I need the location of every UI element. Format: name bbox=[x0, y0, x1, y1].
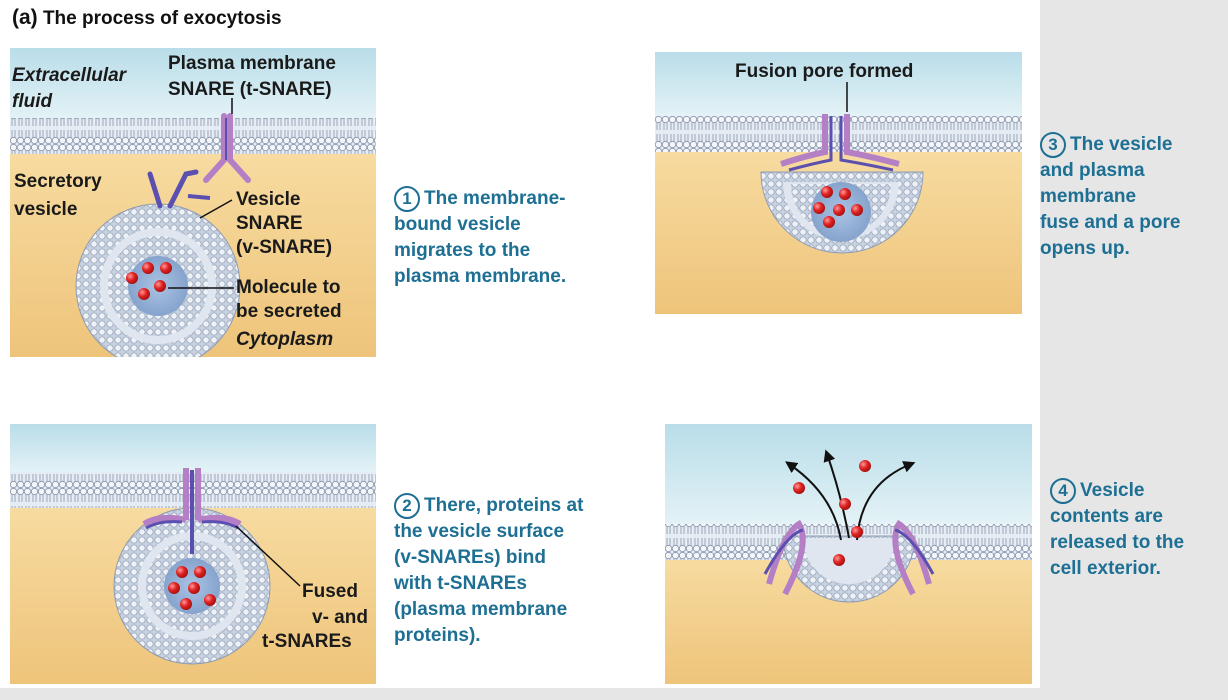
figure-tag: (a) bbox=[12, 6, 38, 29]
step-4-line: released to the bbox=[1050, 532, 1185, 553]
step-3-line: and plasma bbox=[1040, 160, 1145, 181]
panel-2-illustration bbox=[10, 424, 376, 684]
step-1-line: The membrane- bbox=[424, 188, 566, 209]
label-cytoplasm: Cytoplasm bbox=[236, 329, 334, 350]
step-1-number: 1 bbox=[394, 186, 420, 212]
step-2-line: (plasma membrane bbox=[394, 599, 568, 620]
label-molecule-line2: be secreted bbox=[236, 301, 342, 322]
step-1-line: plasma membrane. bbox=[394, 266, 567, 287]
step-4-line: contents are bbox=[1050, 506, 1163, 527]
step-2-line: with t-SNAREs bbox=[394, 573, 527, 594]
label-vsnare-line1: Vesicle bbox=[236, 189, 301, 210]
label-vsnare-line2: SNARE bbox=[236, 213, 303, 234]
step-4-number: 4 bbox=[1050, 478, 1076, 504]
step-4-line: Vesicle bbox=[1080, 480, 1145, 501]
panel-1-vesicle-migrating: Extracellular fluid Plasma membrane SNAR… bbox=[10, 48, 376, 357]
step-2-line: (v-SNAREs) bind bbox=[394, 547, 546, 568]
step-2-line: proteins). bbox=[394, 625, 481, 646]
figure-title: (a) The process of exocytosis bbox=[12, 6, 282, 30]
step-2-line: the vesicle surface bbox=[394, 521, 565, 542]
step-2-line: There, proteins at bbox=[424, 495, 584, 516]
label-fused-line2: v- and bbox=[312, 607, 368, 628]
label-vesicle: vesicle bbox=[14, 199, 78, 220]
figure-title-text: The process of exocytosis bbox=[42, 8, 282, 29]
label-molecule-line1: Molecule to bbox=[236, 277, 341, 298]
panel-3-illustration bbox=[655, 52, 1022, 314]
label-fluid: fluid bbox=[12, 91, 53, 112]
step-3-line: opens up. bbox=[1040, 238, 1130, 259]
panel-3-fusion-pore: Fusion pore formed bbox=[655, 52, 1022, 314]
step-3-line: The vesicle bbox=[1070, 134, 1173, 155]
label-tsnare-line2: SNARE (t-SNARE) bbox=[168, 79, 332, 100]
right-margin-band bbox=[1040, 0, 1228, 700]
label-secretory: Secretory bbox=[14, 171, 102, 192]
panel-2-snares-binding: Fused v- and t-SNAREs bbox=[10, 424, 376, 684]
panel-4-contents-released bbox=[665, 424, 1032, 684]
step-1-line: migrates to the bbox=[394, 240, 531, 261]
label-extracellular: Extracellular bbox=[12, 65, 127, 86]
label-fused-line1: Fused bbox=[302, 581, 358, 602]
label-fused-line3: t-SNAREs bbox=[262, 631, 352, 652]
label-vsnare-line3: (v-SNARE) bbox=[236, 237, 333, 258]
step-3-line: membrane bbox=[1040, 186, 1137, 207]
step-1-line: bound vesicle bbox=[394, 214, 521, 235]
step-2-number: 2 bbox=[394, 493, 420, 519]
step-3-number: 3 bbox=[1040, 132, 1066, 158]
bottom-margin-band bbox=[0, 688, 1228, 700]
panel-4-illustration bbox=[665, 424, 1032, 684]
panel-1-illustration bbox=[10, 48, 376, 357]
label-fusion-pore: Fusion pore formed bbox=[735, 61, 914, 82]
label-tsnare-line1: Plasma membrane bbox=[168, 53, 336, 74]
step-4-line: cell exterior. bbox=[1050, 558, 1161, 579]
step-3-line: fuse and a pore bbox=[1040, 212, 1181, 233]
